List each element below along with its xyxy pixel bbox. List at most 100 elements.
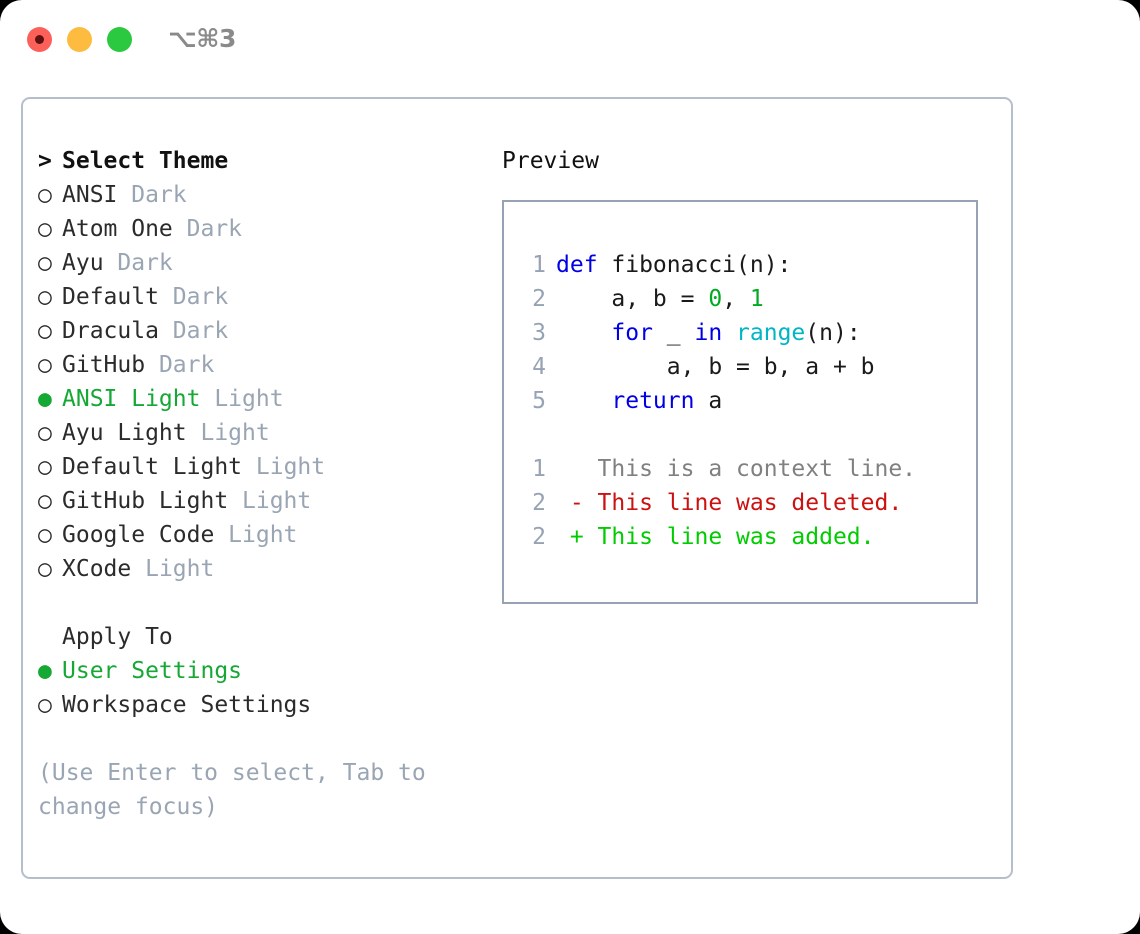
- theme-name: ANSI Light: [62, 386, 215, 412]
- apply-to-option[interactable]: ○ Workspace Settings: [38, 688, 478, 722]
- theme-variant-label: Dark: [131, 182, 187, 208]
- code-token-plain: a: [694, 388, 723, 414]
- code-token-plain: [722, 320, 736, 346]
- theme-list-item[interactable]: ○Atom One Dark: [38, 212, 478, 246]
- theme-list-item[interactable]: ○Default Dark: [38, 280, 478, 314]
- radio-unselected-icon: ○: [38, 318, 52, 344]
- code-token-plain: _: [652, 320, 695, 346]
- code-token-plain: [556, 388, 611, 414]
- theme-list-item[interactable]: ○Dracula Dark: [38, 314, 478, 348]
- code-token-plain: a, b =: [556, 286, 709, 312]
- line-number: 5: [532, 388, 546, 414]
- theme-list-item[interactable]: ○ Ayu Dark: [38, 246, 478, 280]
- keyboard-hint-line-2: change focus): [38, 794, 219, 820]
- line-number: 2: [532, 524, 546, 550]
- prompt-caret: >: [38, 148, 52, 174]
- line-number: 1: [532, 456, 546, 482]
- theme-list-item[interactable]: ○Default Light Light: [38, 450, 478, 484]
- code-token-plain: ,: [722, 286, 750, 312]
- line-number: 2: [532, 286, 546, 312]
- diff-line-text-added: + This line was added.: [556, 524, 875, 550]
- radio-unselected-icon: ○: [38, 250, 52, 276]
- radio-unselected-icon: ○: [38, 522, 52, 548]
- theme-selector-panel: >Select Theme ○ANSI Dark○Atom One Dark○A…: [38, 144, 478, 824]
- dialog-frame: >Select Theme ○ANSI Dark○Atom One Dark○A…: [21, 97, 1013, 879]
- code-token-keyword: def: [556, 252, 612, 278]
- code-token-plain: (n):: [805, 320, 861, 346]
- radio-unselected-icon: ○: [38, 454, 52, 480]
- theme-list-item[interactable]: ○ GitHub Light Light: [38, 484, 478, 518]
- theme-name: Default: [62, 284, 173, 310]
- radio-unselected-icon: ○: [38, 692, 52, 718]
- theme-variant-label: Dark: [186, 216, 243, 242]
- minimize-button[interactable]: [67, 27, 92, 52]
- theme-variant-label: Dark: [117, 250, 173, 276]
- apply-to-option-label: User Settings: [62, 658, 243, 684]
- radio-unselected-icon: ○: [38, 216, 52, 242]
- theme-variant-label: Light: [145, 556, 215, 582]
- diff-line: 2 - This line was deleted.: [518, 486, 976, 520]
- apply-to-option[interactable]: ● User Settings: [38, 654, 478, 688]
- theme-variant-label: Light: [200, 420, 270, 446]
- apply-to-heading-text: Apply To: [62, 624, 173, 650]
- theme-list: ○ANSI Dark○Atom One Dark○Ayu Dark○Defaul…: [38, 178, 478, 586]
- page-title-text: Select Theme: [62, 148, 229, 174]
- code-line: 5 return a: [518, 384, 976, 418]
- preview-heading: Preview: [502, 148, 599, 174]
- theme-name: Google Code: [62, 522, 229, 548]
- code-diff-separator: [518, 418, 976, 452]
- close-button[interactable]: [27, 27, 52, 52]
- theme-name: GitHub Light: [62, 488, 243, 514]
- radio-unselected-icon: ○: [38, 556, 52, 582]
- diff-sample: 1 This is a context line.2 - This line w…: [518, 452, 976, 554]
- line-number: 4: [532, 354, 546, 380]
- theme-variant-label: Light: [242, 488, 312, 514]
- theme-list-item[interactable]: ○XCode Light: [38, 552, 478, 586]
- code-token-plain: [556, 320, 611, 346]
- keyboard-hint-line-1: (Use Enter to select, Tab to: [38, 760, 426, 786]
- keyboard-shortcut-label: ⌥⌘3: [168, 24, 236, 53]
- line-number: 1: [532, 252, 546, 278]
- radio-unselected-icon: ○: [38, 352, 52, 378]
- code-token-function: range: [736, 320, 806, 346]
- theme-name: Ayu Light: [62, 420, 201, 446]
- diff-line-text-context: This is a context line.: [556, 456, 917, 482]
- theme-list-item[interactable]: ○GitHub Dark: [38, 348, 478, 382]
- maximize-button[interactable]: [107, 27, 132, 52]
- code-line: 3 for _ in range(n):: [518, 316, 976, 350]
- apply-to-list: ● User Settings ○ Workspace Settings: [38, 654, 478, 722]
- theme-name: Default Light: [62, 454, 256, 480]
- keyboard-hint: (Use Enter to select, Tab to change focu…: [38, 756, 458, 824]
- radio-unselected-icon: ○: [38, 182, 52, 208]
- code-token-number: 0: [708, 286, 723, 312]
- theme-list-item[interactable]: ○ Google Code Light: [38, 518, 478, 552]
- theme-list-item[interactable]: ○ ANSI Dark: [38, 178, 478, 212]
- apply-to-spacer: [38, 620, 62, 654]
- radio-selected-icon: ●: [38, 386, 52, 412]
- theme-variant-label: Light: [228, 522, 298, 548]
- code-token-keyword: for: [611, 320, 653, 346]
- theme-name: ANSI: [62, 182, 132, 208]
- radio-selected-icon: ●: [38, 658, 52, 684]
- theme-name: Ayu: [62, 250, 118, 276]
- radio-unselected-icon: ○: [38, 488, 52, 514]
- theme-list-item[interactable]: ○ Ayu Light Light: [38, 416, 478, 450]
- theme-list-item[interactable]: ● ANSI Light Light: [38, 382, 478, 416]
- diff-line-text-deleted: - This line was deleted.: [556, 490, 903, 516]
- diff-line: 2 + This line was added.: [518, 520, 976, 554]
- code-token-plain: a, b = b, a + b: [556, 354, 875, 380]
- theme-variant-label: Dark: [172, 284, 229, 310]
- theme-variant-label: Dark: [172, 318, 229, 344]
- code-token-keyword: in: [694, 320, 723, 346]
- code-line: 2 a, b = 0, 1: [518, 282, 976, 316]
- theme-variant-label: Light: [214, 386, 284, 412]
- apply-to-option-label: Workspace Settings: [62, 692, 312, 718]
- radio-unselected-icon: ○: [38, 420, 52, 446]
- code-token-plain: fibonacci(n):: [611, 252, 792, 278]
- diff-line: 1 This is a context line.: [518, 452, 976, 486]
- code-line: 1 def fibonacci(n):: [518, 248, 976, 282]
